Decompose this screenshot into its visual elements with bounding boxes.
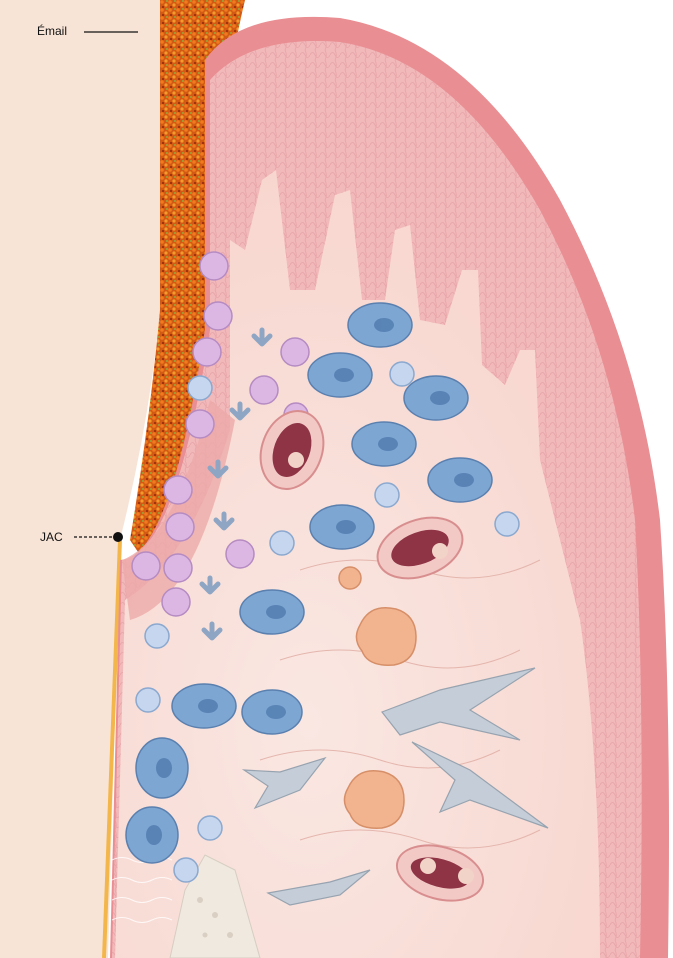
neutrophil-icon	[164, 554, 192, 582]
lymphocyte-icon	[495, 512, 519, 536]
lymphocyte-icon	[198, 816, 222, 840]
neutrophil-icon	[204, 302, 232, 330]
neutrophil-icon	[162, 588, 190, 616]
neutrophil-icon	[226, 540, 254, 568]
macrophage-icon	[339, 567, 361, 589]
lymphocyte-icon	[136, 688, 160, 712]
neutrophil-icon	[250, 376, 278, 404]
neutrophil-icon	[200, 252, 228, 280]
lymphocyte-icon	[188, 376, 212, 400]
lymphocyte-icon	[270, 531, 294, 555]
macrophage-icon	[356, 608, 416, 666]
neutrophil-icon	[193, 338, 221, 366]
neutrophil-icon	[281, 338, 309, 366]
jac-marker	[113, 532, 123, 542]
macrophage-icon	[344, 771, 404, 829]
lymphocyte-icon	[174, 858, 198, 882]
neutrophil-icon	[166, 513, 194, 541]
label-email: Émail	[37, 24, 67, 38]
label-jac: JAC	[40, 530, 63, 544]
lymphocyte-icon	[390, 362, 414, 386]
lymphocyte-icon	[375, 483, 399, 507]
neutrophil-icon	[186, 410, 214, 438]
neutrophil-icon	[132, 552, 160, 580]
lymphocyte-icon	[145, 624, 169, 648]
neutrophil-icon	[164, 476, 192, 504]
